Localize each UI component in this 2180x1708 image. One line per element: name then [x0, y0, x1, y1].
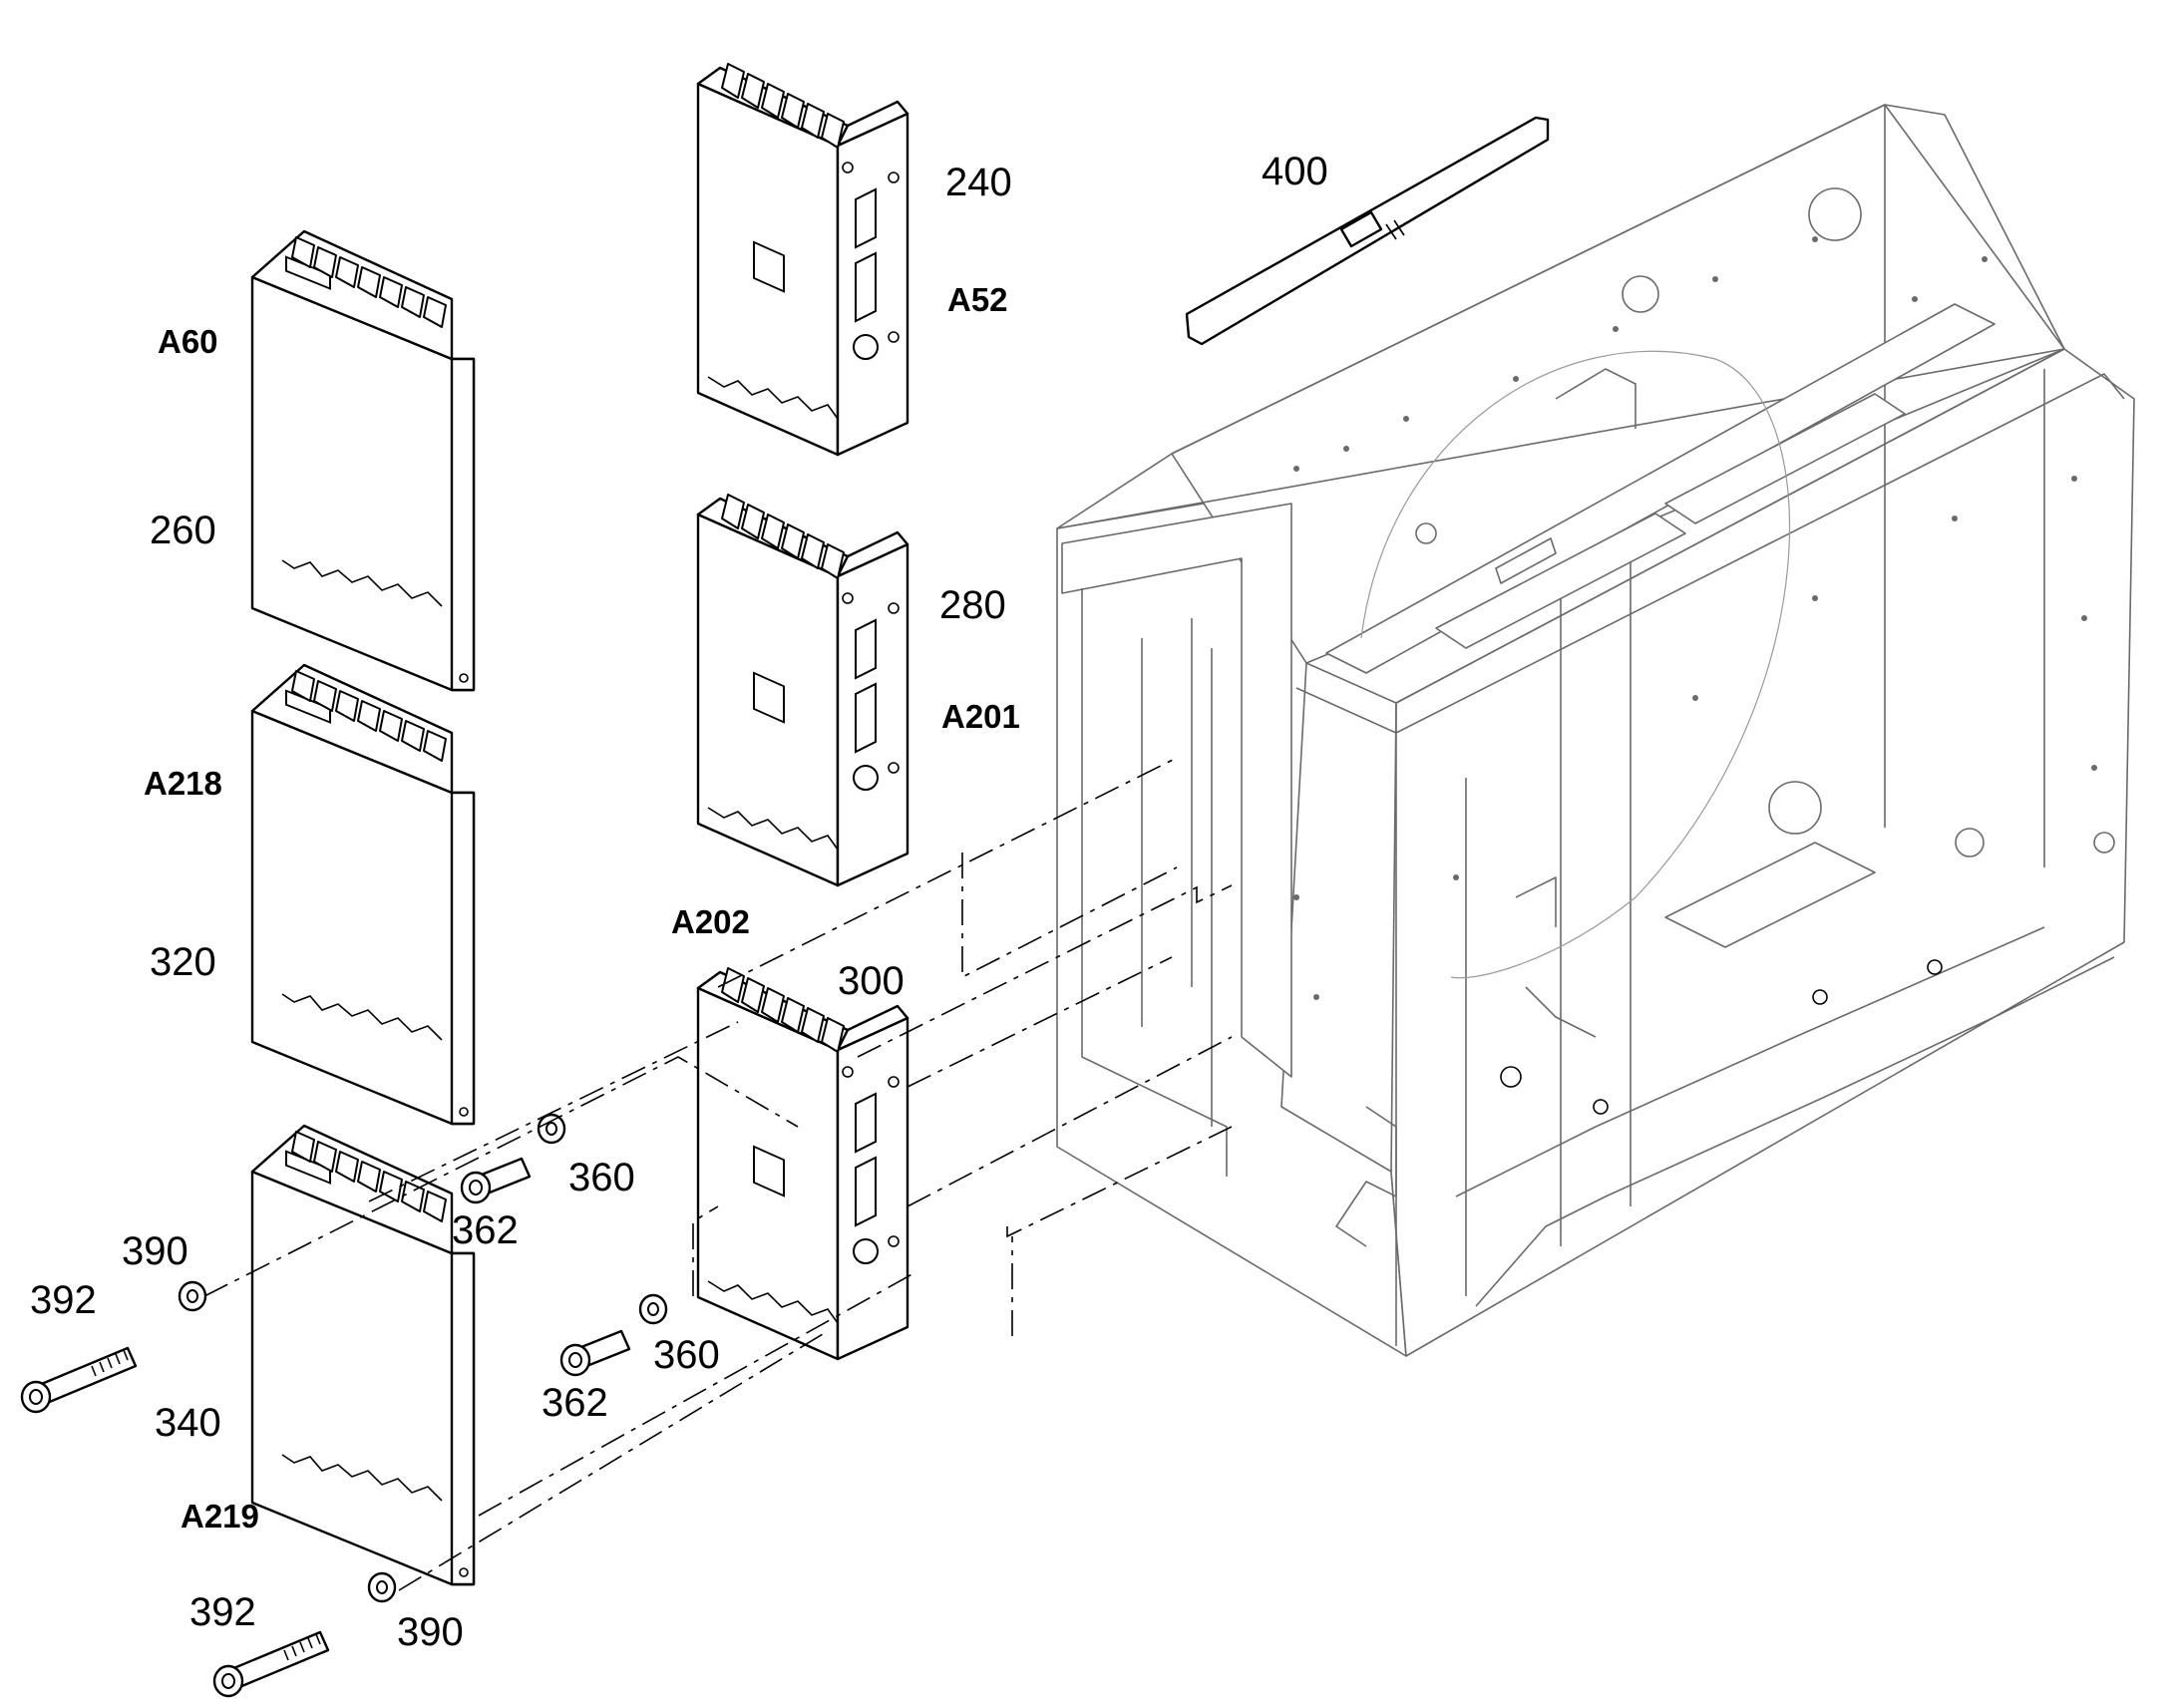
- ref-label-280: 280: [939, 583, 1006, 627]
- washer-390-upper: [178, 1280, 207, 1312]
- assembly-leader-lines: [203, 757, 1233, 1591]
- ref-label-392-lower: 392: [189, 1590, 256, 1634]
- cabinet-frame: [1056, 104, 2135, 1357]
- washer-360-lower: [638, 1293, 668, 1325]
- ref-label-362-lower: 362: [542, 1381, 608, 1425]
- screw-362-lower: [559, 1329, 631, 1377]
- tag-label-a219: A219: [181, 1498, 259, 1535]
- screw-392-upper: [20, 1346, 138, 1414]
- washer-390-lower: [367, 1571, 397, 1603]
- ref-label-360-upper: 360: [568, 1156, 635, 1199]
- tag-label-a52: A52: [947, 281, 1008, 318]
- ref-label-392-upper: 392: [30, 1278, 97, 1322]
- ref-label-362-upper: 362: [452, 1208, 519, 1252]
- tag-label-a60: A60: [158, 323, 218, 360]
- washer-360-upper: [537, 1113, 566, 1145]
- tag-label-a218: A218: [144, 765, 222, 802]
- ref-label-300: 300: [838, 959, 905, 1003]
- tag-label-a201: A201: [941, 698, 1020, 735]
- ref-label-340: 340: [155, 1401, 221, 1445]
- heatsink-module-a60: [250, 229, 476, 692]
- heatsink-module-a218: [250, 663, 476, 1126]
- mounting-bar-400: [1185, 116, 1550, 346]
- tag-label-a202: A202: [671, 903, 750, 940]
- ref-label-400: 400: [1262, 150, 1328, 193]
- drive-module-a201: [696, 493, 909, 887]
- drive-module-a52: [696, 62, 909, 457]
- screw-362-upper: [460, 1157, 532, 1204]
- ref-label-240: 240: [945, 161, 1012, 204]
- ref-label-390-lower: 390: [397, 1610, 464, 1654]
- heatsink-module-a219: [250, 1124, 476, 1586]
- ref-label-390-upper: 390: [122, 1229, 188, 1273]
- ref-label-320: 320: [150, 940, 216, 984]
- ref-label-260: 260: [150, 509, 216, 552]
- ref-label-360-lower: 360: [653, 1333, 720, 1377]
- screw-392-lower: [212, 1630, 330, 1698]
